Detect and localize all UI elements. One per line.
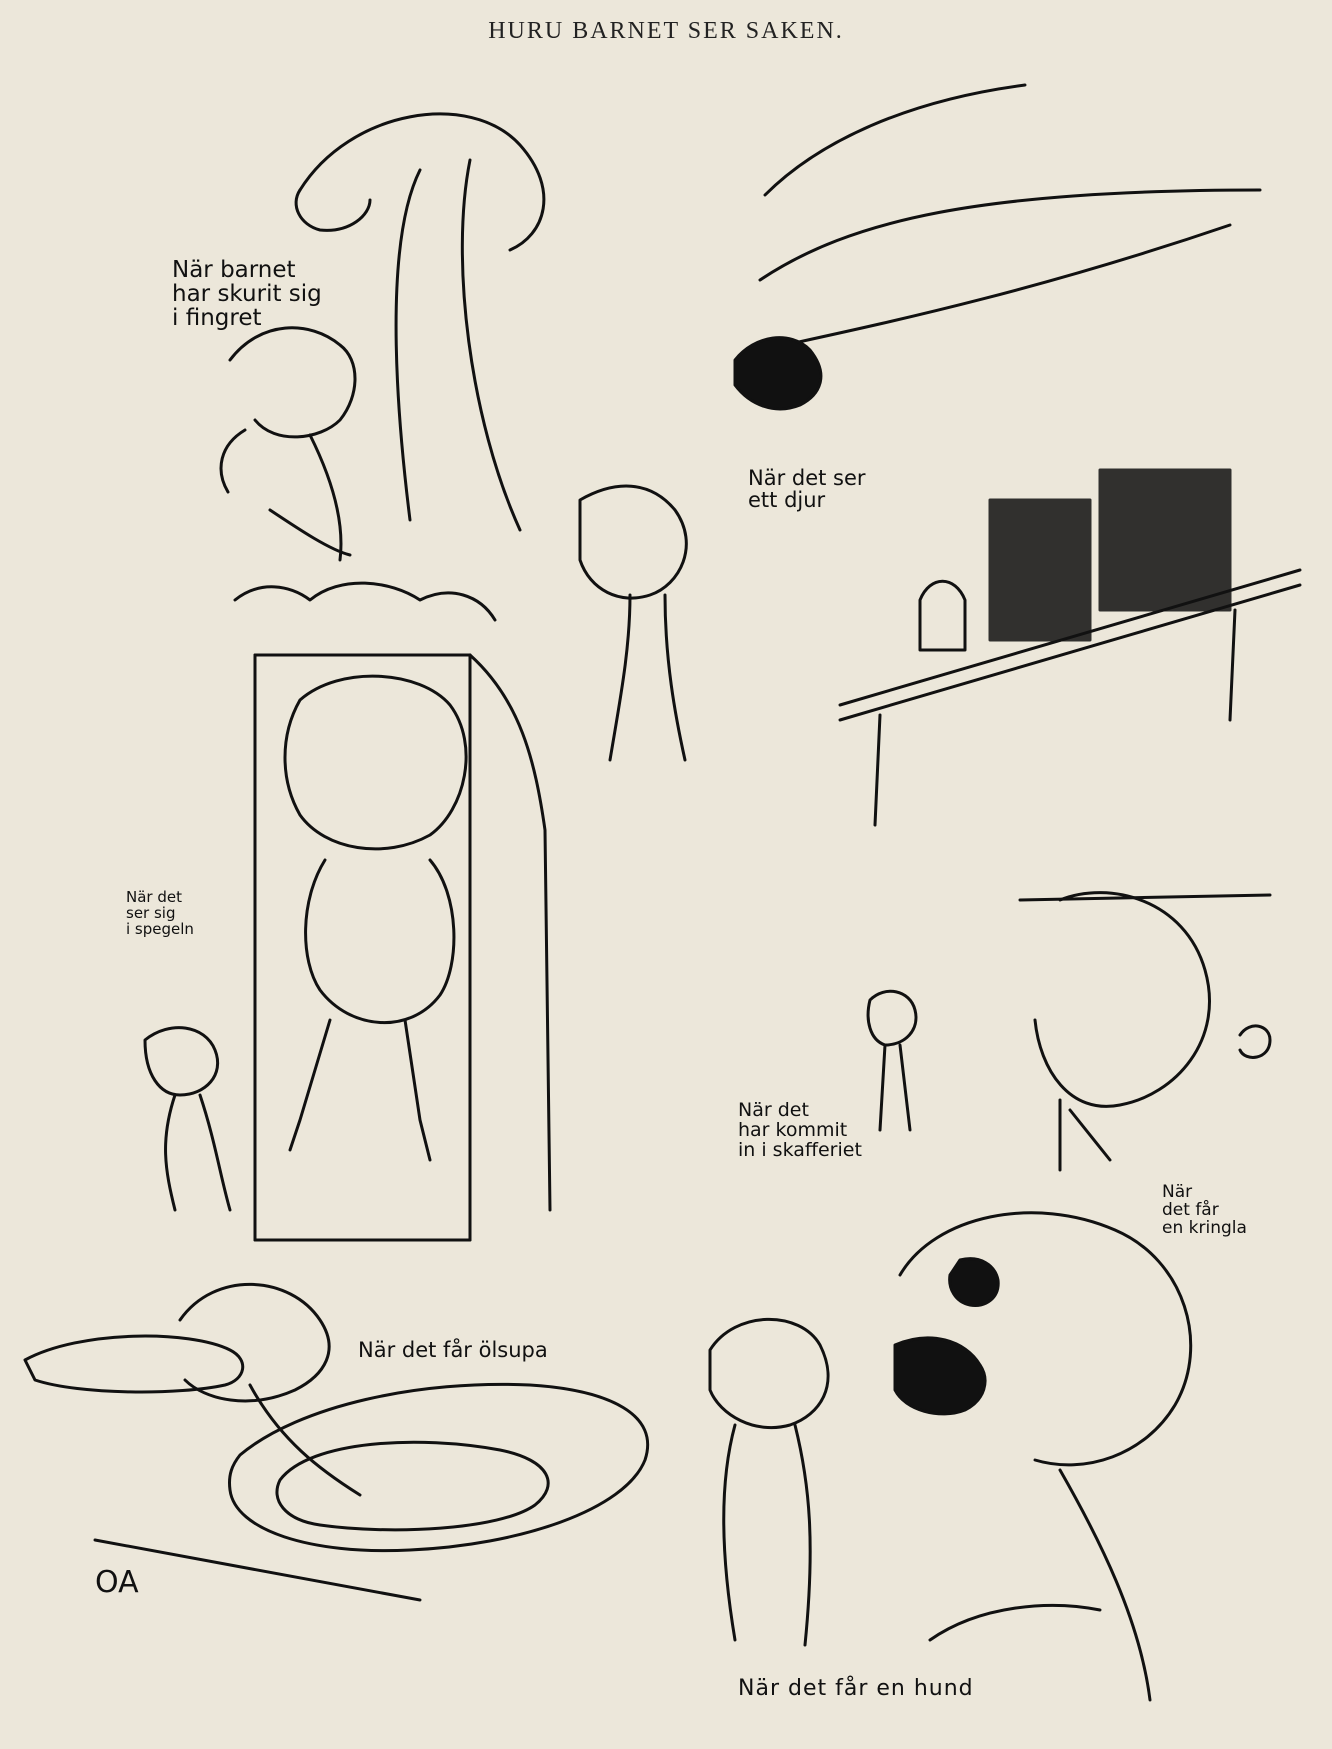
page-title: HURU BARNET SER SAKEN. [488, 18, 844, 44]
artist-signature: OA [95, 1565, 139, 1600]
caption-pantry: När det har kommit in i skafferiet [738, 1099, 862, 1161]
caption-mirror: När det ser sig i spegeln [126, 888, 194, 938]
caption-animal: När det ser ett djur [748, 466, 866, 513]
caption-pretzel: När det får en kringla [1162, 1182, 1247, 1238]
caption-dog: När det får en hund [738, 1676, 974, 1701]
caption-finger: När barnet har skurit sig i fingret [172, 257, 322, 332]
caption-soup: När det får ölsupa [358, 1338, 548, 1362]
